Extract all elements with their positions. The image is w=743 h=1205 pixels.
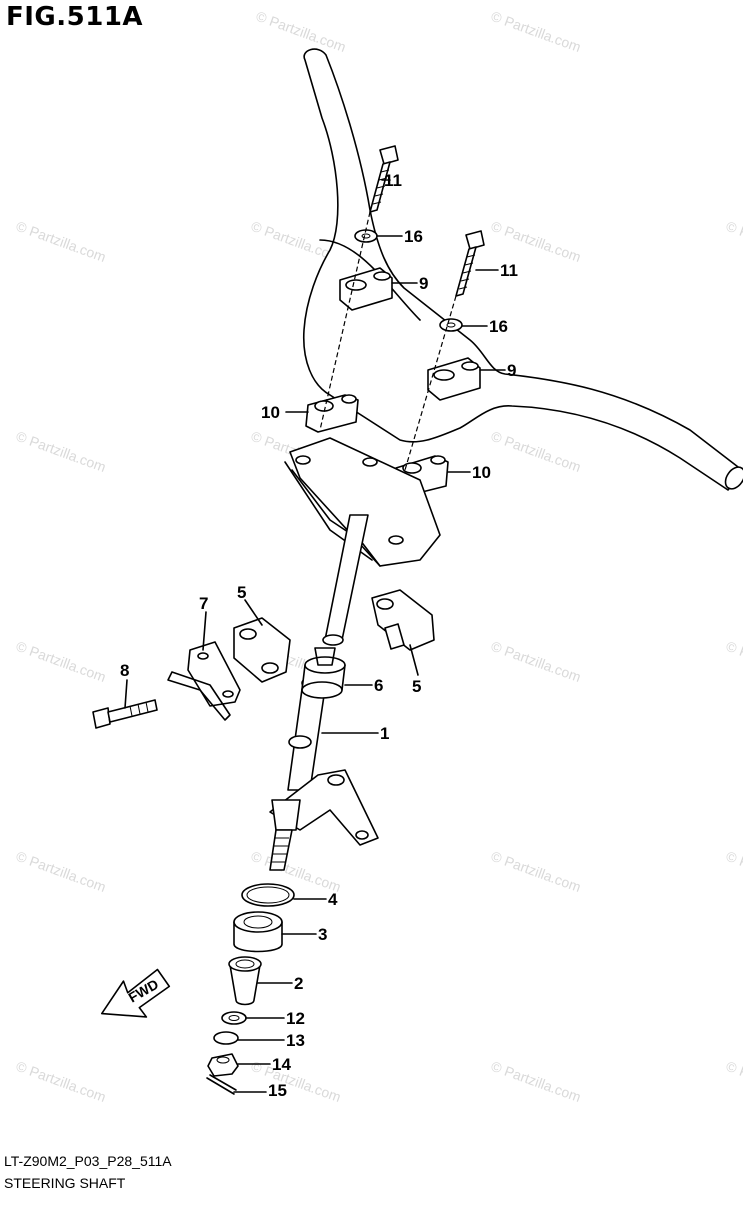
diagram-name: STEERING SHAFT <box>4 1175 126 1191</box>
washer-right <box>439 318 463 332</box>
watermark-text: © Partzilla.com <box>489 848 583 895</box>
callout-number: 6 <box>374 676 383 695</box>
watermark-text: © Partzilla.com <box>724 638 743 685</box>
upper-clamp-left <box>339 267 393 311</box>
steering-shaft <box>269 514 379 871</box>
cotter-pin <box>206 1074 237 1095</box>
callout-number: 9 <box>419 274 428 293</box>
alignment-line <box>404 295 457 471</box>
bolt-right <box>455 230 485 297</box>
watermark-text: © Partzilla.com <box>489 638 583 685</box>
watermark-text: © Partzilla.com <box>14 218 108 265</box>
watermark-text: © Partzilla.com <box>14 848 108 895</box>
fwd-arrow <box>100 968 171 1018</box>
watermark-text: © Partzilla.com <box>489 8 583 55</box>
callout-number: 11 <box>384 171 402 190</box>
washer-13 <box>213 1031 239 1045</box>
diagram-code: LT-Z90M2_P03_P28_511A <box>4 1153 172 1169</box>
washer-left-hole <box>361 233 371 239</box>
callout-number: 10 <box>472 463 491 482</box>
callout-leader <box>124 679 128 709</box>
washer-12-hole <box>228 1015 240 1021</box>
callout-number: 3 <box>318 925 327 944</box>
shaft-holder-left <box>233 617 291 683</box>
castle-nut <box>207 1053 239 1077</box>
watermark-text: © Partzilla.com <box>489 428 583 475</box>
figure-title: FIG.511A <box>6 2 144 32</box>
callout-number: 10 <box>261 403 280 422</box>
callout-number: 7 <box>199 594 208 613</box>
watermark-text: © Partzilla.com <box>489 1058 583 1105</box>
watermark-text: © Partzilla.com <box>724 218 743 265</box>
shaft-collar <box>301 647 346 699</box>
callout-leader <box>202 611 207 651</box>
watermark-text: © Partzilla.com <box>14 428 108 475</box>
callout-number: 13 <box>286 1031 305 1050</box>
callout-number: 9 <box>507 361 516 380</box>
watermark-text: © Partzilla.com <box>254 8 348 55</box>
callout-number: 1 <box>380 724 389 743</box>
callout-leader <box>244 599 263 626</box>
upper-clamp-right <box>427 357 481 401</box>
callout-number: 16 <box>404 227 423 246</box>
washer-right-hole <box>446 322 456 328</box>
callout-number: 16 <box>489 317 508 336</box>
shaft-top-bracket <box>284 437 441 567</box>
callout-number: 5 <box>237 583 246 602</box>
callout-number: 11 <box>500 261 518 280</box>
seal-ring-inner <box>246 886 290 904</box>
washer-12 <box>221 1011 247 1025</box>
lower-holder-left <box>305 394 359 433</box>
shaft-holder-right <box>371 589 435 651</box>
bearing <box>233 911 283 953</box>
callout-number: 8 <box>120 661 129 680</box>
bolt-left <box>369 145 399 213</box>
callout-number: 14 <box>272 1055 291 1074</box>
watermark-text: © Partzilla.com <box>724 848 743 895</box>
watermark-text: © Partzilla.com <box>14 1058 108 1105</box>
holder-plate <box>167 641 241 721</box>
callout-number: 5 <box>412 677 421 696</box>
callout-number: 12 <box>286 1009 305 1028</box>
watermark-text: © Partzilla.com <box>489 218 583 265</box>
watermark-text: © Partzilla.com <box>724 1058 743 1105</box>
callout-number: 15 <box>268 1081 287 1100</box>
callout-number: 2 <box>294 974 303 993</box>
callout-number: 4 <box>328 890 338 909</box>
alignment-line <box>319 211 371 431</box>
bushing <box>228 956 262 1006</box>
callout-leader <box>409 644 419 676</box>
holder-bolt <box>92 699 158 729</box>
seal-ring <box>241 883 295 907</box>
watermark-text: © Partzilla.com <box>249 1058 343 1105</box>
watermark-text: © Partzilla.com <box>14 638 108 685</box>
